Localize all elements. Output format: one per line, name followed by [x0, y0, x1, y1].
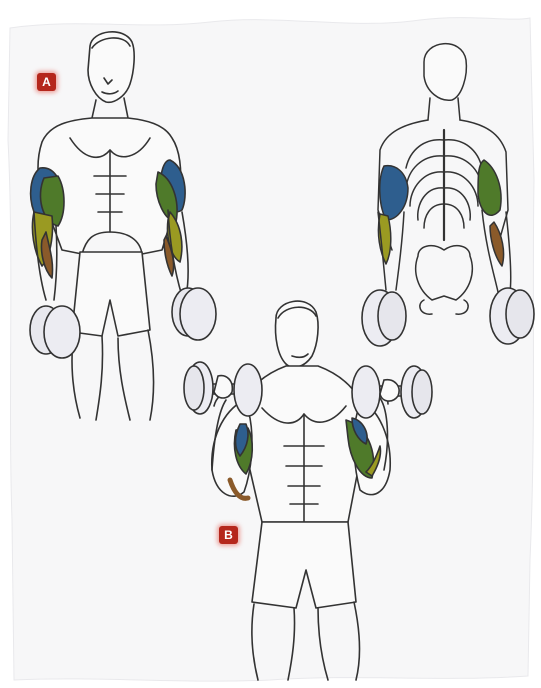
position-b-label: B: [219, 526, 238, 544]
dumbbell-b-right-plate-inner: [352, 366, 380, 418]
position-a-label: A: [37, 73, 56, 91]
